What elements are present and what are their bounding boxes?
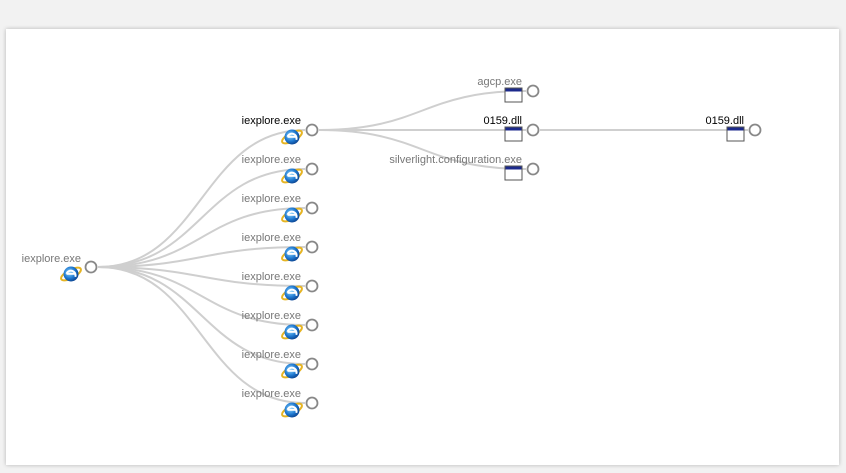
node-handle[interactable]	[748, 123, 762, 137]
ie-icon	[281, 207, 303, 223]
module-node-1[interactable]: agcp.exe	[477, 76, 540, 103]
child-node-4[interactable]: iexplore.exe	[242, 232, 319, 263]
edge-root-child-7	[97, 266, 306, 365]
graph-panel: iexplore.exe iexplore.exe iexplore.exe iexp…	[6, 29, 839, 465]
edge-root-child-8	[97, 266, 306, 404]
child-node-7[interactable]: iexplore.exe	[242, 349, 319, 380]
node-handle[interactable]	[305, 279, 319, 293]
node-label: iexplore.exe	[242, 154, 301, 166]
node-label: iexplore.exe	[242, 349, 301, 361]
ie-icon	[281, 285, 303, 301]
node-handle[interactable]	[305, 240, 319, 254]
node-label: 0159.dll	[705, 115, 744, 127]
node-handle[interactable]	[305, 123, 319, 137]
edge-root-child-2	[97, 168, 306, 268]
edge-child-module-1	[318, 90, 527, 131]
node-label: iexplore.exe	[242, 310, 301, 322]
module-node-3[interactable]: silverlight.configuration.exe	[389, 154, 540, 181]
window-icon	[504, 165, 523, 181]
edge-root-child-3	[97, 207, 306, 268]
node-handle[interactable]	[305, 357, 319, 371]
node-label: iexplore.exe	[242, 232, 301, 244]
node-label: silverlight.configuration.exe	[389, 154, 522, 166]
node-handle[interactable]	[305, 162, 319, 176]
node-handle[interactable]	[526, 162, 540, 176]
node-label: agcp.exe	[477, 76, 522, 88]
child-node-3[interactable]: iexplore.exe	[242, 193, 319, 224]
child-node-2[interactable]: iexplore.exe	[242, 154, 319, 185]
node-handle[interactable]	[526, 123, 540, 137]
leaf-node[interactable]: 0159.dll	[705, 115, 762, 142]
ie-icon	[281, 168, 303, 184]
node-handle[interactable]	[305, 396, 319, 410]
edge-root-child-6	[97, 266, 306, 326]
edge-root-child-5	[97, 266, 306, 287]
node-handle[interactable]	[84, 260, 98, 274]
node-handle[interactable]	[305, 201, 319, 215]
node-handle[interactable]	[305, 318, 319, 332]
window-icon	[504, 87, 523, 103]
ie-icon	[281, 129, 303, 145]
root-node[interactable]: iexplore.exe	[22, 253, 98, 283]
child-node-5[interactable]: iexplore.exe	[242, 271, 319, 302]
node-label: iexplore.exe	[242, 271, 301, 283]
node-label: 0159.dll	[483, 115, 522, 127]
ie-icon	[281, 246, 303, 262]
child-node-8[interactable]: iexplore.exe	[242, 388, 319, 419]
child-node-1[interactable]: iexplore.exe	[242, 115, 319, 146]
node-label: iexplore.exe	[242, 193, 301, 205]
node-handle[interactable]	[526, 84, 540, 98]
window-icon	[504, 126, 523, 142]
module-node-2[interactable]: 0159.dll	[483, 115, 540, 142]
ie-icon	[281, 402, 303, 418]
edge-root-child-4	[97, 246, 306, 268]
process-tree-graph: iexplore.exe iexplore.exe iexplore.exe iexp…	[22, 76, 762, 419]
nodes: iexplore.exe iexplore.exe iexplore.exe iexp…	[22, 76, 762, 419]
edge-child-module-3	[318, 129, 527, 170]
child-node-6[interactable]: iexplore.exe	[242, 310, 319, 341]
edge-root-child-1	[97, 129, 306, 268]
node-label: iexplore.exe	[242, 388, 301, 400]
ie-icon	[281, 324, 303, 340]
edges	[97, 90, 748, 404]
node-label: iexplore.exe	[242, 115, 301, 127]
node-label: iexplore.exe	[22, 253, 81, 265]
ie-icon	[60, 266, 82, 282]
ie-icon	[281, 363, 303, 379]
window-icon	[726, 126, 745, 142]
